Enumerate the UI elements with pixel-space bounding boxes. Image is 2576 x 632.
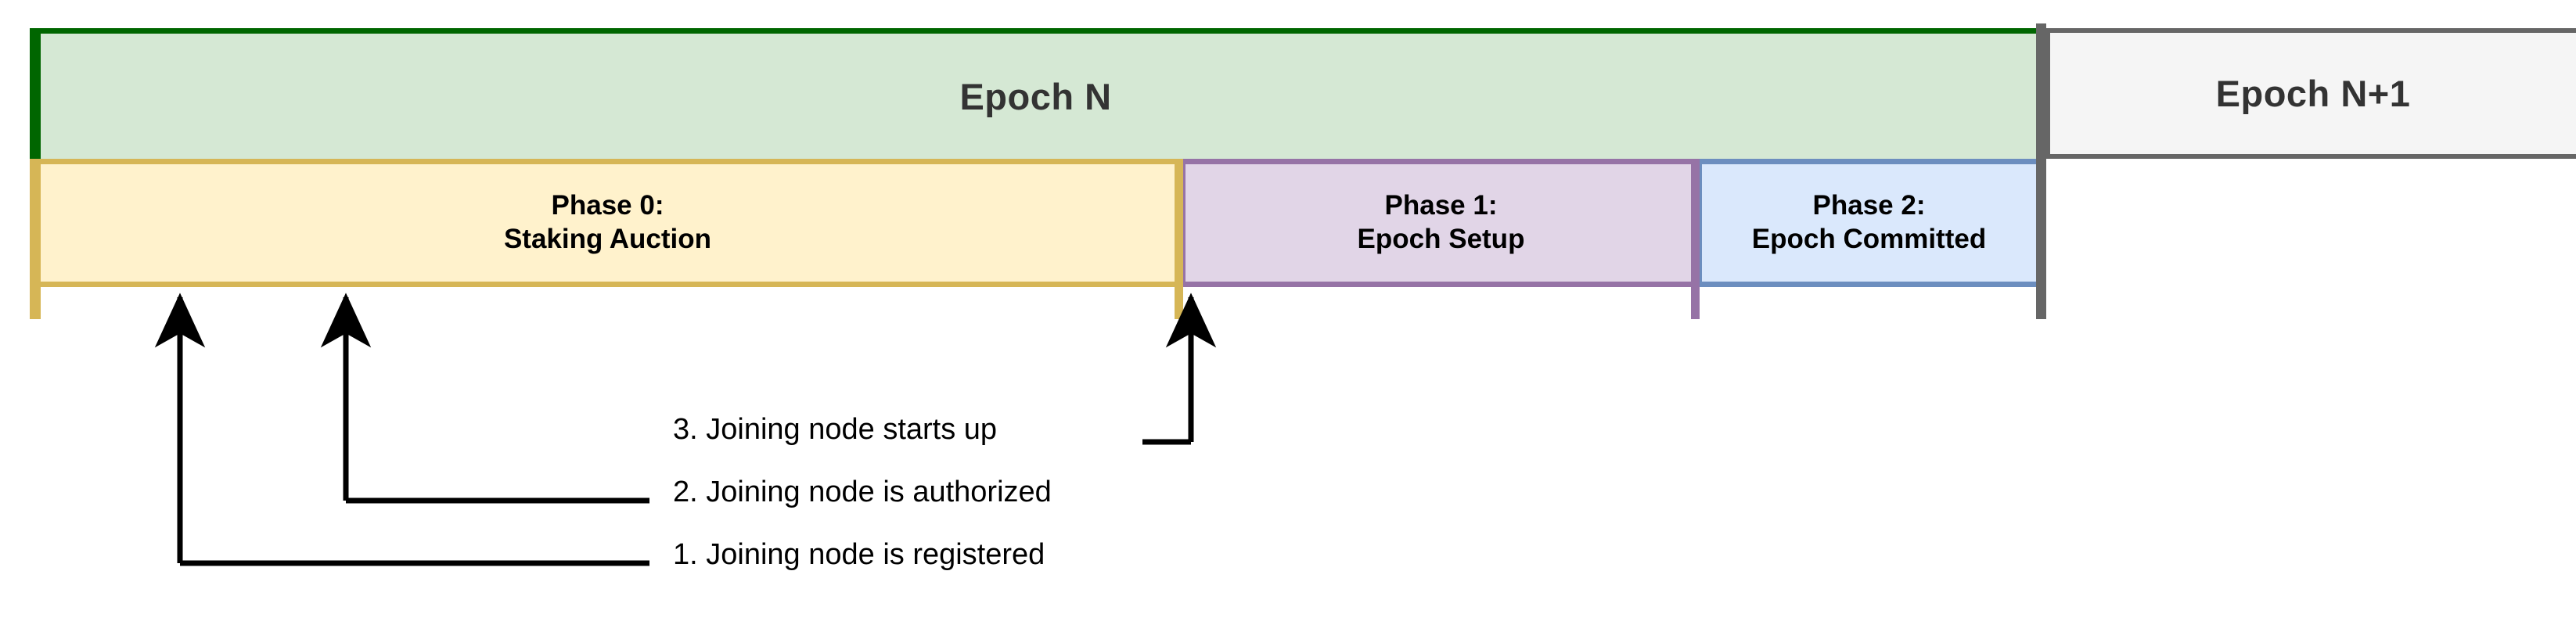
phase-1-box: Phase 1: Epoch Setup <box>1180 159 1696 287</box>
epoch-n-plus-1-label: Epoch N+1 <box>2215 73 2411 114</box>
epoch-start-marker-green <box>30 28 41 159</box>
phase-1-end-marker <box>1691 159 1700 319</box>
phase-0-title: Phase 0: <box>551 190 664 221</box>
epoch-n-plus-1-bar: Epoch N+1 <box>2045 28 2576 159</box>
epoch-start-marker-gold <box>30 159 41 319</box>
phase-0-end-marker <box>1175 159 1183 319</box>
phase-0-subtitle: Staking Auction <box>503 224 712 254</box>
epoch-n-bar: Epoch N <box>35 28 2036 159</box>
callout-1-label: 1. Joining node is registered <box>673 538 1045 571</box>
phase-0-box: Phase 0: Staking Auction <box>35 159 1180 287</box>
phase-1-title: Phase 1: <box>1384 190 1498 221</box>
phase-2-subtitle: Epoch Committed <box>1751 224 1987 254</box>
phase-1-subtitle: Epoch Setup <box>1357 224 1525 254</box>
epoch-n-label: Epoch N <box>959 75 1112 117</box>
callout-2-label: 2. Joining node is authorized <box>673 476 1052 508</box>
epoch-n-end-marker <box>2036 23 2046 319</box>
phase-2-title: Phase 2: <box>1812 190 1926 221</box>
phase-2-box: Phase 2: Epoch Committed <box>1696 159 2036 287</box>
callout-3-label: 3. Joining node starts up <box>673 413 998 446</box>
